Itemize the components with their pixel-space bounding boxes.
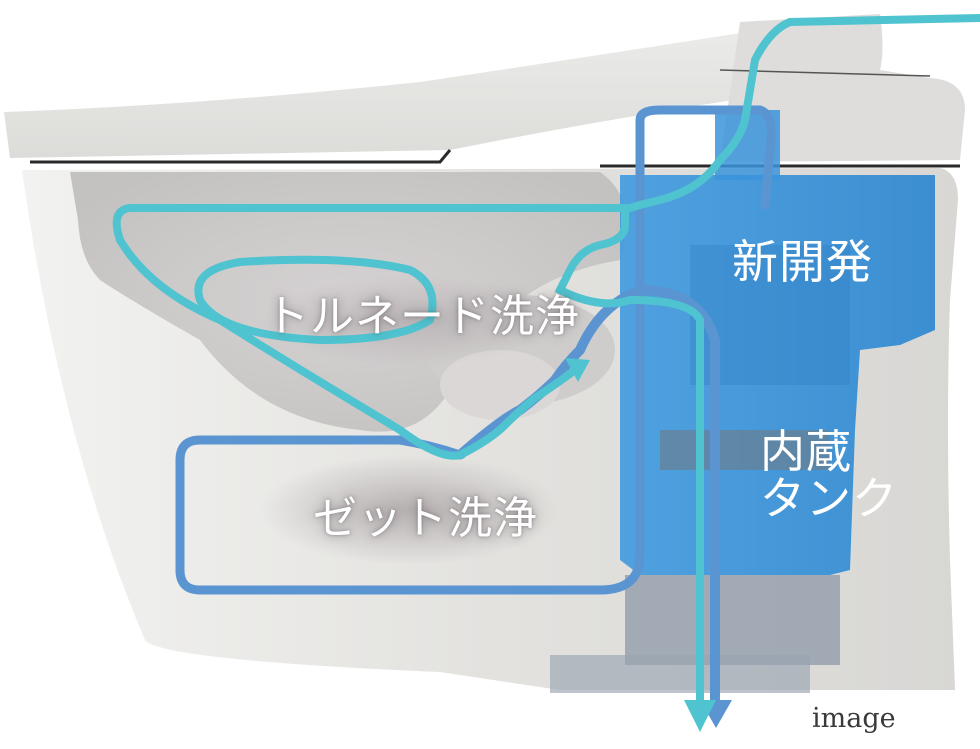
tornado-flow-path bbox=[112, 14, 980, 460]
zet-wash-label: ゼット洗浄 bbox=[313, 493, 538, 544]
builtin-tank-label: 内蔵 タンク bbox=[760, 428, 898, 523]
image-caption: image bbox=[812, 703, 896, 734]
tornado-wash-label: トルネード洗浄 bbox=[265, 291, 580, 342]
new-development-label: 新開発 bbox=[732, 235, 873, 289]
builtin-tank-label-line1: 内蔵 bbox=[760, 425, 853, 478]
toilet-lid bbox=[4, 19, 880, 158]
tornado-outflow-arrow-icon bbox=[684, 700, 716, 732]
seat-unit bbox=[720, 14, 965, 162]
builtin-tank-label-line2: タンク bbox=[760, 472, 899, 526]
tank-base bbox=[625, 575, 840, 665]
